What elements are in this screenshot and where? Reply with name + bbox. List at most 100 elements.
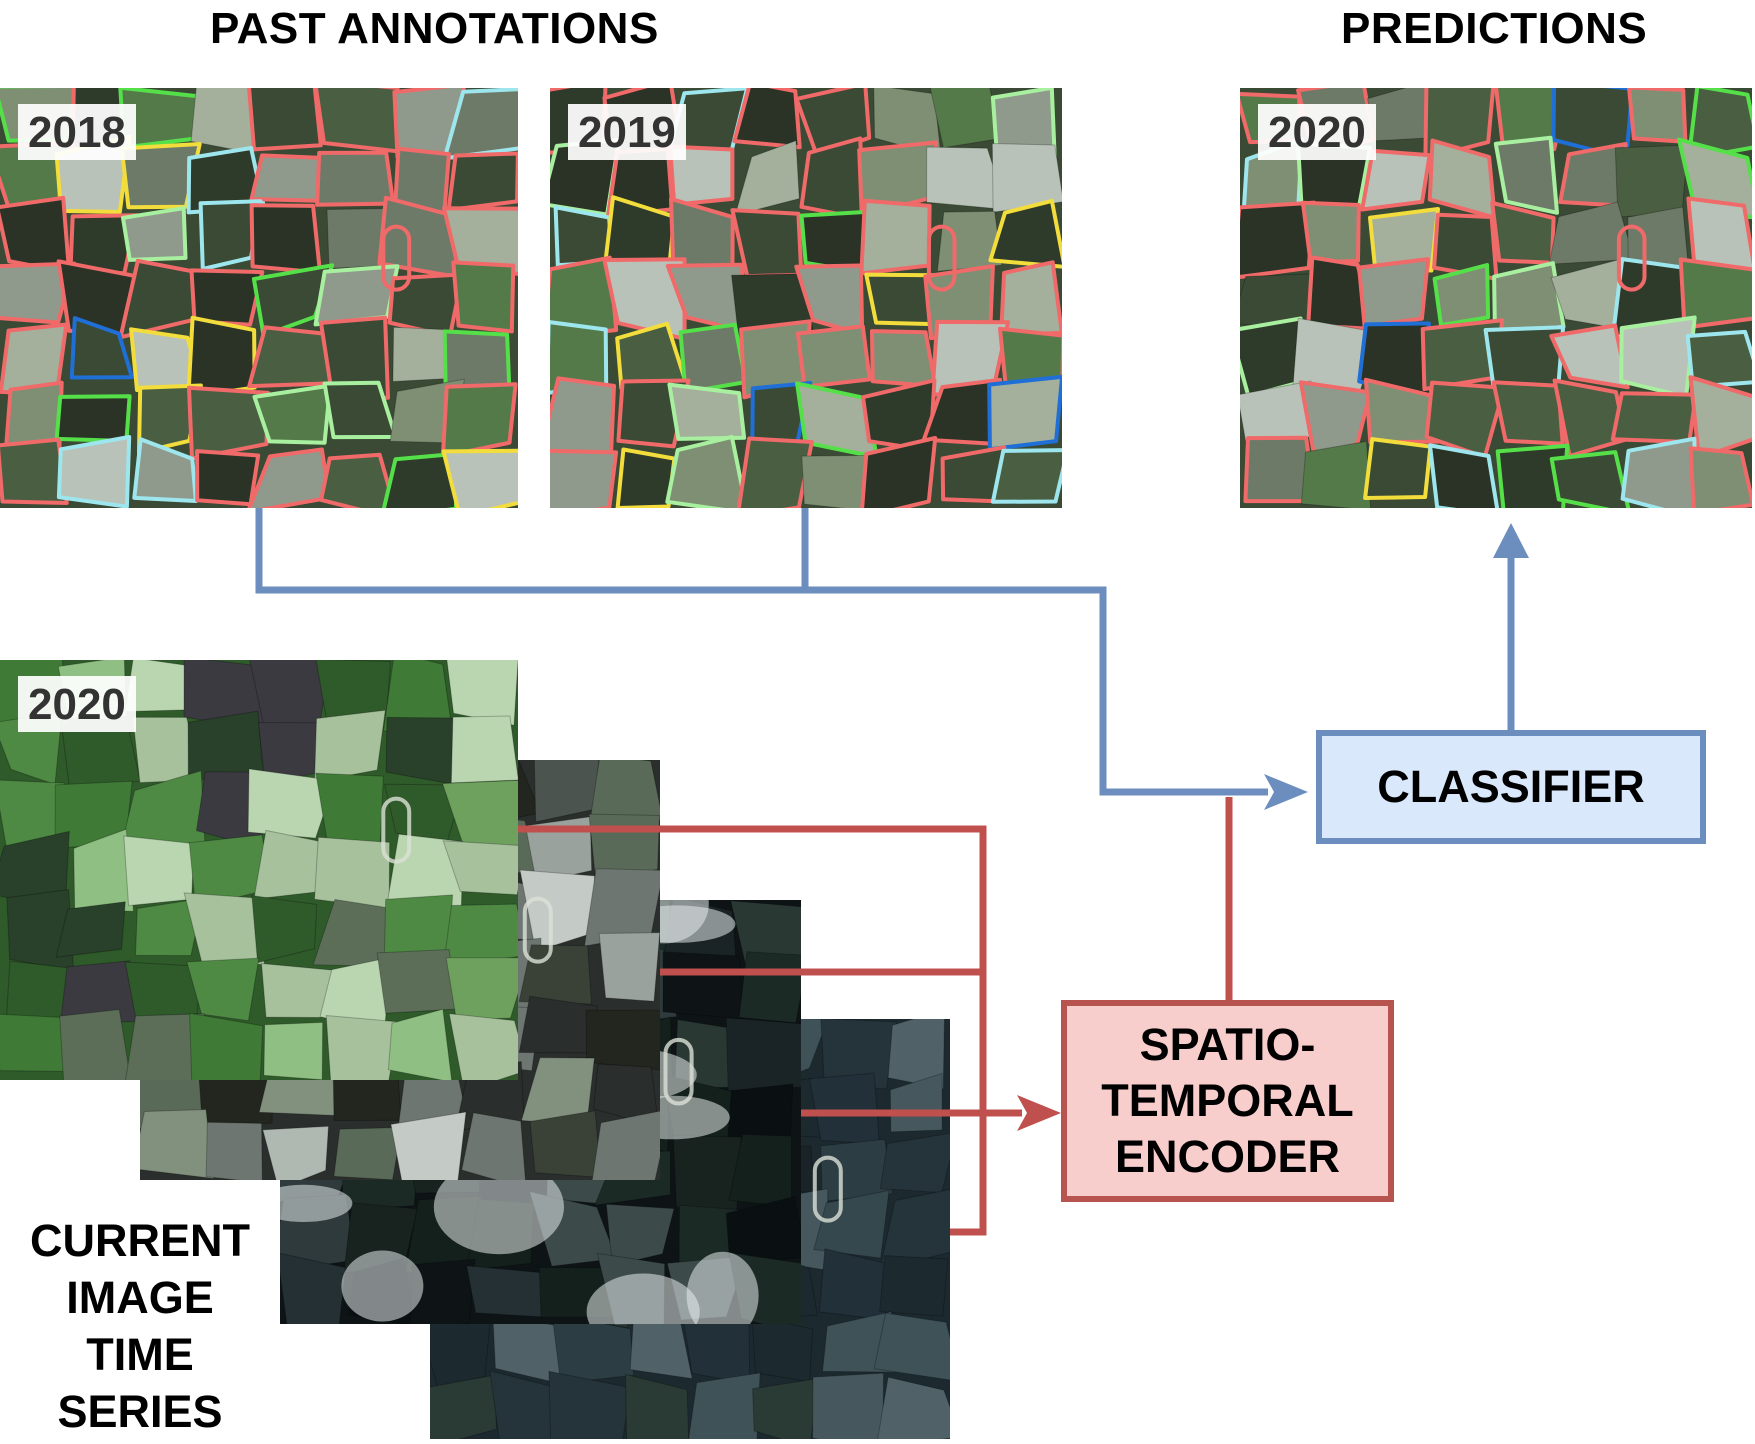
arrowhead-to-encoder <box>1017 1095 1061 1131</box>
past-annotations-heading: PAST ANNOTATIONS <box>210 4 659 53</box>
parcel-shape <box>725 1017 801 1092</box>
parcel-shape <box>441 448 518 508</box>
parcel-shape <box>442 88 518 161</box>
parcel-shape <box>442 840 518 896</box>
parcel-shape <box>794 88 872 158</box>
encoder-label-line-3: ENCODER <box>1114 1131 1341 1182</box>
parcel-shape <box>263 1021 324 1080</box>
parcel-shape <box>0 261 77 325</box>
parcel-shape <box>440 382 518 459</box>
time-series-frame-1: 2020 <box>0 660 518 1080</box>
time-series-flow-lines <box>518 797 1233 1236</box>
parcel-shape <box>1620 436 1698 508</box>
parcel-shape <box>879 1255 949 1317</box>
parcel-shape <box>448 1013 518 1080</box>
parcel-shape <box>585 1009 660 1071</box>
parcel-shape <box>990 448 1062 504</box>
parcel-shape <box>262 1125 330 1180</box>
parcel-shape <box>430 1374 498 1439</box>
racetrack-shape <box>812 1155 843 1223</box>
parcel-shape <box>325 1014 400 1080</box>
parcel-shape <box>451 260 516 334</box>
annotated-satellite-image <box>550 88 1062 508</box>
parcel-shape <box>280 1252 347 1324</box>
parcel-shape <box>548 1370 632 1439</box>
parcel-shape <box>1688 375 1752 460</box>
parcel-shape <box>999 260 1062 338</box>
classifier-label: CLASSIFIER <box>1377 761 1645 812</box>
parcel-shape <box>1368 207 1440 273</box>
parcel-shape <box>1549 450 1631 508</box>
parcel-shape <box>725 1195 801 1265</box>
current-image-time-series-label: CURRENT IMAGE TIME SERIES <box>20 1212 260 1440</box>
parcel-shape <box>1300 440 1372 508</box>
parcel-shape <box>187 385 270 461</box>
parcel-shape <box>987 374 1062 452</box>
parcel-shape <box>1678 257 1752 330</box>
parcel-shape <box>1686 88 1752 162</box>
parcel-shape <box>442 903 518 968</box>
cloud-shape <box>341 1250 424 1322</box>
annotation-tile-2018: 2018 <box>0 88 518 508</box>
arrowhead-to-classifier <box>1264 774 1308 810</box>
parcel-shape <box>489 1370 557 1439</box>
parcel-shape <box>125 1013 206 1080</box>
cloud-shape <box>586 1273 700 1324</box>
parcel-shape <box>887 1019 945 1090</box>
cloud-shape <box>686 1251 759 1324</box>
parcel-shape <box>1686 196 1752 276</box>
parcel-shape <box>1491 380 1565 446</box>
parcel-shape <box>1240 200 1317 279</box>
parcel-shape <box>889 1072 943 1133</box>
parcel-shape <box>189 1012 264 1080</box>
parcel-shape <box>801 454 881 508</box>
parcel-shape <box>119 142 202 210</box>
parcel-shape <box>442 206 518 277</box>
parcel-shape <box>461 1112 526 1180</box>
year-label: 2018 <box>18 104 136 160</box>
arrowhead-to-predictions <box>1493 523 1529 558</box>
parcel-shape <box>752 1378 818 1439</box>
parcel-shape <box>446 660 518 726</box>
satellite-image <box>0 660 518 1080</box>
parcel-shape <box>465 1265 549 1318</box>
parcel-shape <box>1685 329 1752 389</box>
parcel-shape <box>387 1008 453 1080</box>
series-label-line-3: TIME <box>86 1329 194 1380</box>
parcel-shape <box>795 324 872 389</box>
parcel-shape <box>550 448 619 508</box>
series-label-line-2: IMAGE <box>66 1272 214 1323</box>
parcel-shape <box>1549 323 1630 390</box>
parcel-shape <box>665 434 749 508</box>
parcel-shape <box>812 1372 885 1439</box>
parcel-shape <box>813 1189 890 1259</box>
racetrack-shape <box>1616 224 1647 292</box>
parcel-shape <box>313 709 386 783</box>
parcel-shape <box>59 1008 132 1080</box>
parcel-shape <box>251 895 318 964</box>
parcel-shape <box>605 1203 675 1267</box>
parcel-shape <box>313 264 400 327</box>
parcel-shape <box>524 816 593 884</box>
encoder-label-line-2: TEMPORAL <box>1101 1075 1354 1126</box>
parcel-shape <box>55 901 126 958</box>
predictions-heading: PREDICTIONS <box>1341 4 1648 53</box>
parcel-shape <box>140 1108 215 1180</box>
parcel-shape <box>1300 200 1361 265</box>
parcel-shape <box>186 957 260 1022</box>
annotated-satellite-image <box>0 88 518 508</box>
parcel-shape <box>1423 88 1496 161</box>
parcel-shape <box>319 452 397 508</box>
racetrack-shape <box>522 896 553 964</box>
parcel-shape <box>381 451 461 508</box>
parcel-shape <box>247 88 323 152</box>
parcel-shape <box>860 436 938 508</box>
parcel-shape <box>73 828 135 912</box>
parcel-shape <box>873 1312 950 1381</box>
parcel-shape <box>319 315 390 401</box>
parcel-shape <box>189 268 265 327</box>
parcel-shape <box>1493 135 1559 215</box>
parcel-shape <box>1360 148 1432 212</box>
spatio-temporal-encoder-block: SPATIO- TEMPORAL ENCODER <box>1061 1000 1394 1202</box>
year-label: 2020 <box>1258 104 1376 160</box>
